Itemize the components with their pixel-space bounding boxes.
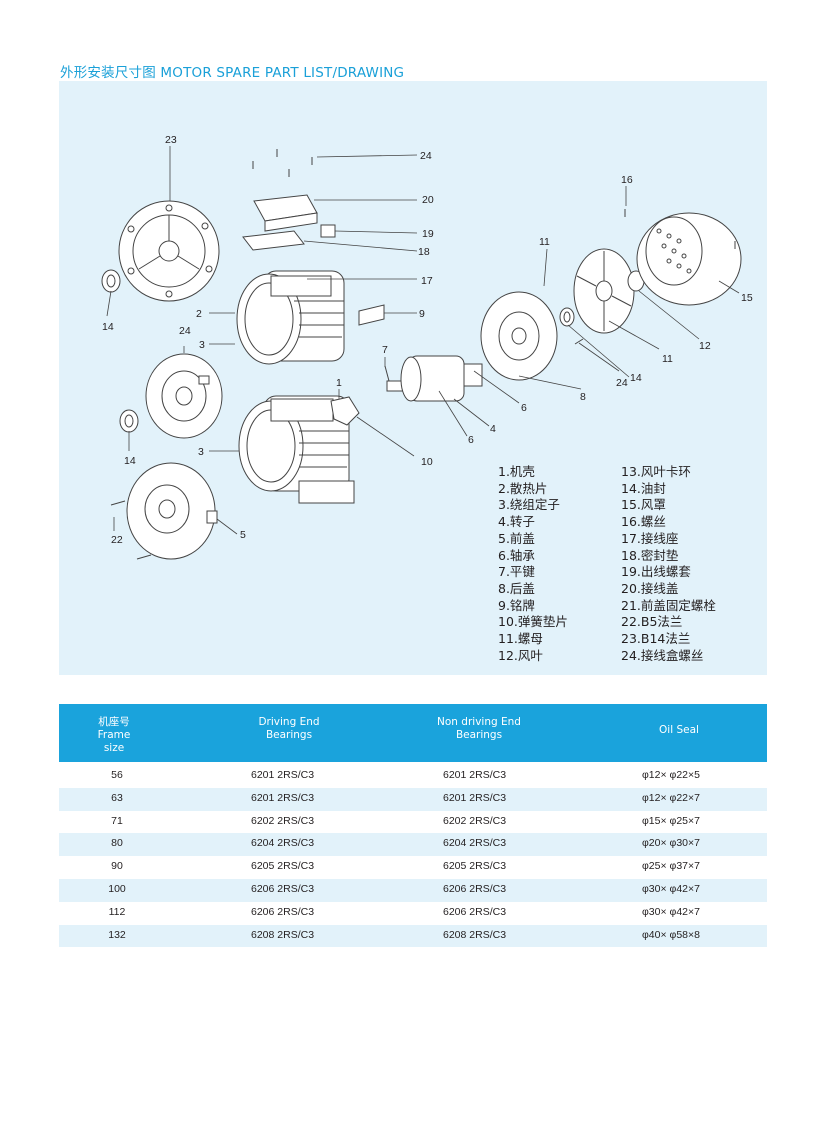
callout-13: 12 bbox=[699, 340, 711, 352]
header-oil-seal: Oil Seal bbox=[659, 724, 699, 736]
part-item: 10.弹簧垫片 bbox=[498, 614, 568, 630]
callout-19: 19 bbox=[422, 228, 434, 240]
parts-list-left: 1.机壳 2.散热片 3.绕组定子 4.转子 5.前盖 6.轴承 7.平键 8.… bbox=[498, 464, 568, 664]
b5-flange-part bbox=[118, 200, 220, 302]
callout-15: 15 bbox=[741, 292, 753, 304]
header-frame-size: 机座号 Frame size bbox=[97, 716, 131, 754]
part-item: 15.风罩 bbox=[621, 497, 666, 513]
part-item: 9.铭牌 bbox=[498, 597, 535, 613]
header-non-driving-end: Non driving End Bearings bbox=[437, 716, 521, 741]
fan-cover-part bbox=[636, 212, 742, 306]
header-driving-end: Driving End Bearings bbox=[258, 716, 320, 741]
part-item: 14.油封 bbox=[621, 480, 666, 496]
part-item: 1.机壳 bbox=[498, 464, 535, 479]
table-row: 100 6206 2RS/C3 6206 2RS/C3 φ30× φ42×7 bbox=[59, 878, 767, 902]
part-item: 3.绕组定子 bbox=[498, 497, 560, 513]
motor-housing-lower bbox=[238, 395, 355, 504]
motor-housing-upper bbox=[236, 270, 345, 365]
nameplate-part bbox=[358, 304, 385, 326]
part-item: 23.B14法兰 bbox=[621, 631, 691, 647]
rotor-part bbox=[386, 355, 483, 402]
gasket-part bbox=[242, 230, 305, 251]
part-item: 16.螺丝 bbox=[621, 514, 666, 530]
part-item: 17.接线座 bbox=[621, 530, 679, 546]
callout-24b: 24 bbox=[616, 377, 628, 389]
part-item: 6.轴承 bbox=[498, 547, 535, 563]
callout-6b: 6 bbox=[521, 402, 527, 414]
part-item: 12.风叶 bbox=[498, 647, 543, 663]
callout-14c: 14 bbox=[630, 372, 642, 384]
callout-6a: 6 bbox=[468, 434, 474, 446]
part-item: 21.前盖固定螺栓 bbox=[621, 597, 716, 613]
callout-14b: 14 bbox=[124, 455, 136, 467]
callout-3b: 3 bbox=[198, 446, 204, 458]
callout-8: 8 bbox=[580, 391, 586, 403]
callout-5: 5 bbox=[240, 529, 246, 541]
parts-list-right: 13.风叶卡环 14.油封 15.风罩 16.螺丝 17.接线座 18.密封垫 … bbox=[621, 464, 716, 664]
table-row: 71 6202 2RS/C3 6202 2RS/C3 φ15× φ25×7 bbox=[111, 814, 700, 827]
callout-16: 16 bbox=[621, 174, 633, 186]
callout-20: 20 bbox=[422, 194, 434, 206]
callout-11: 11 bbox=[539, 236, 550, 248]
table-row: 132 6208 2RS/C3 6208 2RS/C3 φ40× φ58×8 bbox=[59, 924, 767, 948]
part-item: 8.后盖 bbox=[498, 580, 535, 596]
spring-washer-part bbox=[330, 396, 360, 426]
rear-cover-part bbox=[480, 291, 558, 381]
page-title: 外形安装尺寸图 MOTOR SPARE PART LIST/DRAWING bbox=[60, 65, 405, 81]
table-row: 56 6201 2RS/C3 6201 2RS/C3 φ12× φ22×5 bbox=[111, 769, 700, 781]
table-row: 63 6201 2RS/C3 6201 2RS/C3 φ12× φ22×7 bbox=[59, 787, 767, 811]
table-row: 112 6206 2RS/C3 6206 2RS/C3 φ30× φ42×7 bbox=[108, 905, 700, 918]
callout-1: 1 bbox=[336, 377, 342, 389]
exploded-motor-drawing: 23 24 20 19 18 17 9 2 3 24 14 1 7 3 14 1… bbox=[59, 81, 767, 675]
callout-21: 22 bbox=[111, 534, 123, 546]
callout-10: 10 bbox=[421, 456, 433, 468]
front-cover-part bbox=[126, 462, 218, 560]
callout-22: 23 bbox=[165, 134, 177, 146]
bearing-table-header: 机座号 Frame size Driving End Bearings Non … bbox=[59, 704, 767, 762]
callout-14a: 14 bbox=[102, 321, 114, 333]
callout-4: 4 bbox=[490, 423, 496, 435]
table-row: 90 6205 2RS/C3 6205 2RS/C3 φ25× φ37×7 bbox=[111, 860, 700, 873]
b14-flange-part bbox=[145, 353, 223, 439]
callout-18: 18 bbox=[418, 246, 430, 258]
part-item: 13.风叶卡环 bbox=[621, 464, 691, 479]
part-item: 24.接线盒螺丝 bbox=[621, 647, 704, 663]
callout-2: 2 bbox=[196, 308, 202, 320]
part-item: 11.螺母 bbox=[498, 631, 543, 647]
part-item: 7.平键 bbox=[498, 564, 535, 580]
part-item: 18.密封垫 bbox=[621, 547, 679, 563]
callout-9: 9 bbox=[419, 308, 425, 320]
fan-part bbox=[573, 248, 635, 334]
callout-17: 17 bbox=[421, 275, 433, 287]
table-row: 80 6204 2RS/C3 6204 2RS/C3 φ20× φ30×7 bbox=[59, 833, 767, 857]
callout-3a: 3 bbox=[199, 339, 205, 351]
callout-7: 7 bbox=[382, 344, 388, 356]
part-item: 22.B5法兰 bbox=[621, 614, 683, 630]
bearing-table-body: 56 6201 2RS/C3 6201 2RS/C3 φ12× φ22×5 63… bbox=[59, 765, 767, 948]
part-item: 5.前盖 bbox=[498, 530, 535, 546]
part-item: 2.散热片 bbox=[498, 480, 548, 496]
callout-24a: 24 bbox=[420, 150, 432, 162]
motor-drawing-svg: 23 24 20 19 18 17 9 2 3 24 14 1 7 3 14 1… bbox=[101, 134, 753, 560]
callout-23: 24 bbox=[179, 325, 191, 337]
part-item: 4.转子 bbox=[498, 514, 535, 530]
part-item: 20.接线盖 bbox=[621, 580, 679, 596]
cable-gland-part bbox=[320, 224, 336, 238]
callout-12: 11 bbox=[662, 353, 673, 365]
callout-numbers: 23 24 20 19 18 17 9 2 3 24 14 1 7 3 14 1… bbox=[102, 134, 753, 546]
part-item: 19.出线螺套 bbox=[621, 564, 691, 580]
